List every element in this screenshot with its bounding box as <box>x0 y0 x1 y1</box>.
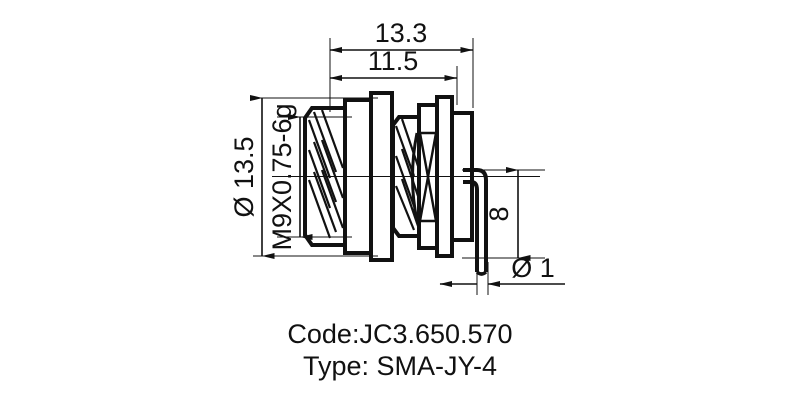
dim-label-thread-spec: M9X0.75-6g <box>267 103 297 250</box>
dim-label-pin-length: 8 <box>484 206 514 221</box>
dim-label-pin-diameter: Ø 1 <box>511 253 555 283</box>
caption-block: Code:JC3.650.570 Type: SMA-JY-4 <box>0 318 800 383</box>
dim-label-overall-length: 13.3 <box>375 18 428 48</box>
dimension-lines <box>250 46 565 288</box>
dim-label-body-length: 11.5 <box>368 46 419 76</box>
dim-label-flange-diameter: Ø 13.5 <box>229 136 259 217</box>
caption-type-line: Type: SMA-JY-4 <box>302 351 498 382</box>
dimension-labels: 13.3 11.5 Ø 13.5 M9X0.75-6g 8 Ø 1 <box>229 18 555 283</box>
thread-hatching-left <box>307 109 345 239</box>
caption-code-line: Code:JC3.650.570 <box>287 319 513 349</box>
